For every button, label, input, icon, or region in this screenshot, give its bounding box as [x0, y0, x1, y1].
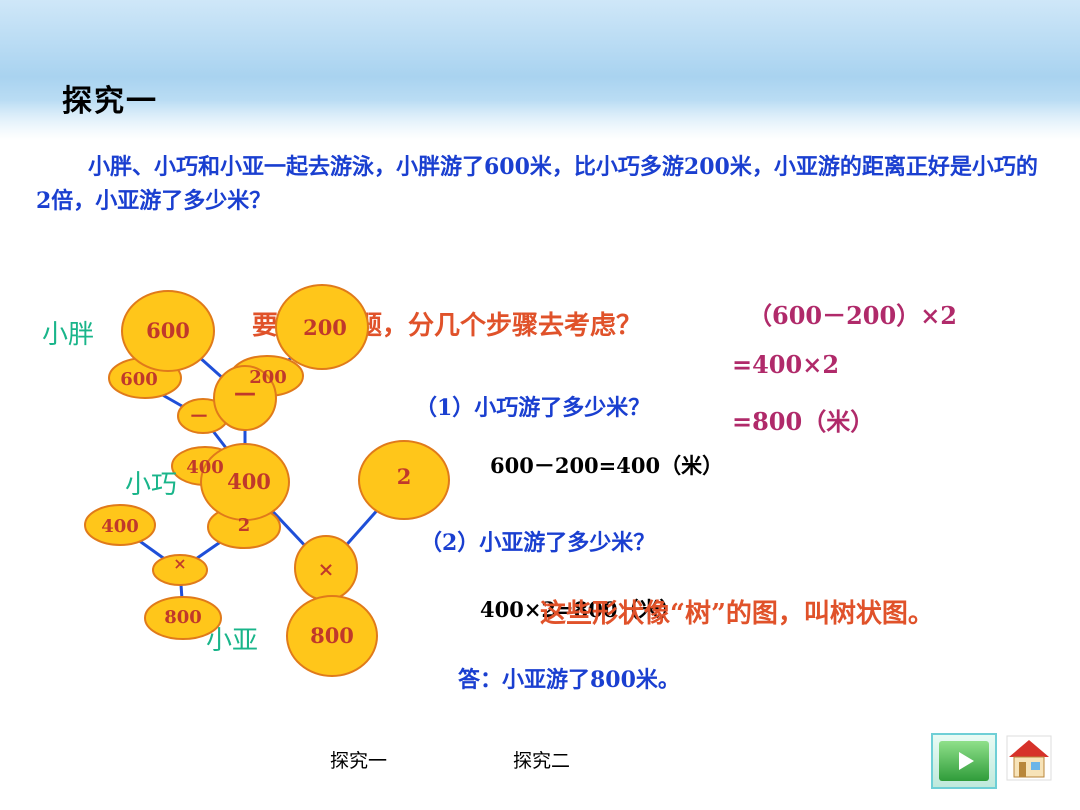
step1-answer: 600－200=400（米）: [490, 453, 724, 478]
small-label-times: ×: [173, 554, 186, 573]
big-node-minus: [213, 365, 277, 431]
home-icon[interactable]: [1006, 735, 1052, 781]
big-node-600: [121, 290, 215, 372]
step2-question: （2）小亚游了多少米？: [420, 530, 656, 556]
big-node-400: [200, 443, 290, 521]
step2-answer: 400×2=800（米）: [480, 597, 681, 622]
small-label-400: 400: [186, 457, 224, 478]
final-answer: 答：小亚游了800米。: [458, 667, 680, 693]
small-label-800: 800: [164, 607, 202, 628]
big-label-times: ×: [318, 557, 335, 581]
header-banner: [0, 0, 1080, 140]
big-label-600: 600: [146, 318, 190, 343]
step1-question: （1）小巧游了多少米？: [415, 395, 651, 421]
name-xiaoya: 小亚: [206, 626, 259, 656]
next-button[interactable]: [931, 733, 997, 789]
big-node-2: [358, 440, 450, 520]
name-xiaoqiao: 小巧: [125, 470, 178, 500]
name-xiaopang: 小胖: [42, 320, 95, 350]
small-label-minus: －: [189, 404, 209, 428]
nav-link-explore1[interactable]: 探究一: [330, 750, 388, 772]
combined-line3: =800（米）: [732, 407, 875, 436]
big-label-2: 2: [397, 464, 412, 489]
small-node-800: [144, 596, 222, 640]
big-label-800: 800: [310, 623, 354, 648]
nav-link-explore2[interactable]: 探究二: [513, 750, 571, 772]
page-title: 探究一: [62, 84, 158, 119]
big-node-800: [286, 595, 378, 677]
combined-line1: （600－200）×2: [748, 301, 958, 330]
small-label-400b: 400: [101, 516, 139, 537]
big-label-200: 200: [303, 315, 347, 340]
big-node-200: [275, 284, 369, 370]
small-node-400b: [84, 504, 156, 546]
big-label-400: 400: [227, 469, 271, 494]
tree-diagram-note: 这些形状像“树”的图，叫树状图。: [540, 599, 934, 629]
small-label-600: 600: [120, 369, 158, 390]
small-label-200: 200: [249, 367, 287, 388]
big-label-minus: －: [232, 381, 258, 411]
combined-line2: =400×2: [732, 350, 840, 379]
play-icon: [939, 741, 989, 781]
small-node-times: [152, 554, 208, 586]
small-label-2: 2: [238, 515, 251, 536]
problem-text: 小胖、小巧和小亚一起去游泳，小胖游了600米，比小巧多游200米，小亚游的距离正…: [36, 154, 1038, 214]
